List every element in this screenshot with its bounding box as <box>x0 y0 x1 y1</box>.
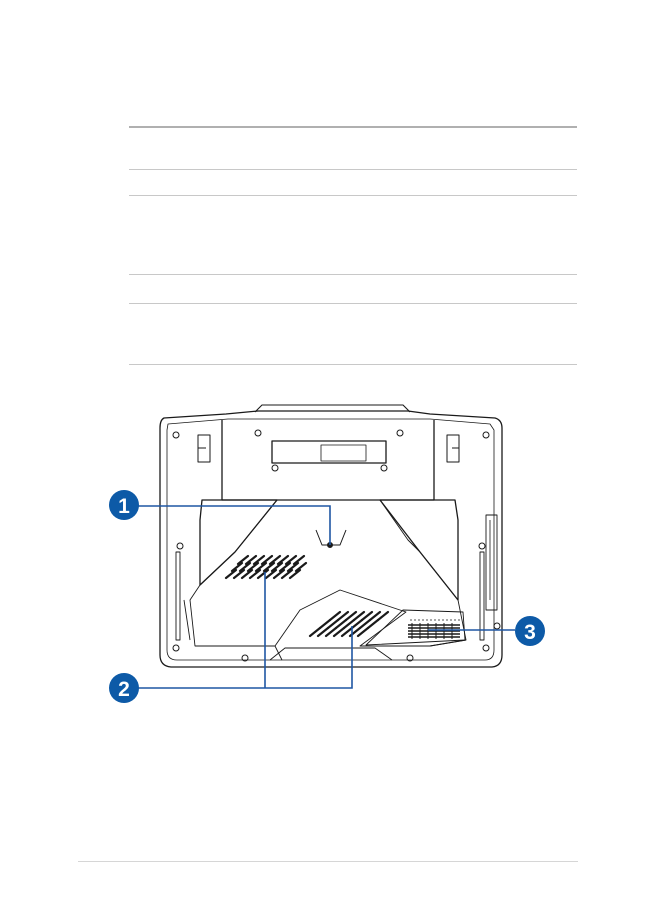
laptop-outline <box>159 404 503 668</box>
table-rule <box>129 364 577 365</box>
table-rule <box>129 195 577 196</box>
callout-3-number: 3 <box>524 621 536 644</box>
callout-1: 1 <box>109 490 139 520</box>
table-rule <box>129 274 577 275</box>
callout-3: 3 <box>515 616 545 646</box>
air-vents <box>224 554 390 638</box>
callout-1-number: 1 <box>118 495 130 518</box>
screw-holes <box>172 429 501 662</box>
speaker-grille <box>408 619 460 639</box>
table-top-rule <box>129 126 577 128</box>
callout-leader-lines <box>138 505 515 689</box>
table-rule <box>129 303 577 304</box>
callout-2-number: 2 <box>118 678 130 701</box>
callout-2: 2 <box>109 673 139 703</box>
table-rule <box>129 169 577 170</box>
footer-rule <box>78 861 578 862</box>
